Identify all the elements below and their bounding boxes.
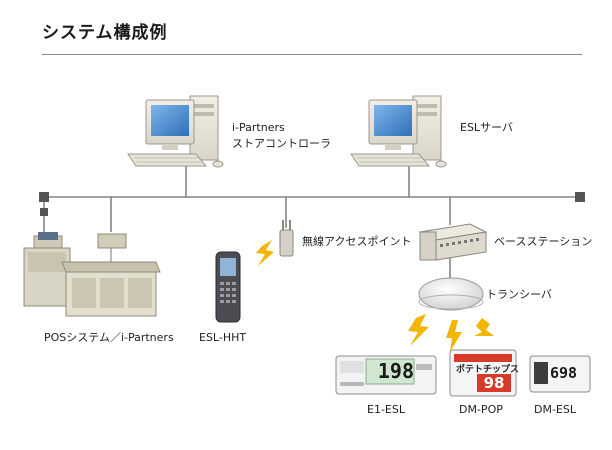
esl-server-label: ESLサーバ xyxy=(460,121,513,134)
pos-connector xyxy=(40,208,48,216)
store-controller-label: i-Partners ストアコントローラ xyxy=(232,120,331,152)
diagram-title: システム構成例 xyxy=(42,23,168,43)
store-controller-computer-icon xyxy=(127,95,224,168)
dm-esl-label: DM-ESL xyxy=(534,403,576,416)
pos-label: POSシステム／i-Partners xyxy=(44,331,174,344)
e1-esl-label: E1-ESL xyxy=(367,403,405,416)
esl-server-computer-icon xyxy=(350,95,447,168)
title-divider xyxy=(42,54,582,55)
lightning-icon xyxy=(474,318,494,336)
wireless-signal-icons xyxy=(256,240,494,352)
lightning-icon xyxy=(408,314,429,346)
dm-esl-tag xyxy=(529,355,591,393)
access-point-icon xyxy=(279,220,294,257)
base-station-label: ベースステーション xyxy=(494,235,593,248)
transceiver-icon xyxy=(418,277,484,311)
dm-pop-label: DM-POP xyxy=(459,403,503,416)
dm-pop-product-text: ポテトチップス xyxy=(456,365,520,375)
lightning-icon xyxy=(446,320,462,352)
network-lines xyxy=(43,165,580,280)
handheld-terminal-icon xyxy=(215,251,241,323)
access-point-label: 無線アクセスポイント xyxy=(302,235,412,248)
network-end-right xyxy=(575,192,585,202)
transceiver-label: トランシーバ xyxy=(486,288,552,301)
e1-esl-tag xyxy=(335,355,437,395)
network-end-left xyxy=(39,192,49,202)
store-controller-label-line1: i-Partners xyxy=(232,121,285,134)
dm-pop-tag xyxy=(449,349,517,397)
dm-pop-price: 98 xyxy=(483,374,505,392)
handheld-label: ESL-HHT xyxy=(199,331,247,344)
store-controller-label-line2: ストアコントローラ xyxy=(232,137,331,150)
pos-checkout-icon xyxy=(23,232,161,317)
dm-esl-price: 698 xyxy=(550,364,578,382)
lightning-icon xyxy=(256,240,274,266)
base-station-icon xyxy=(418,223,488,261)
e1-esl-price: 198 xyxy=(377,359,414,383)
